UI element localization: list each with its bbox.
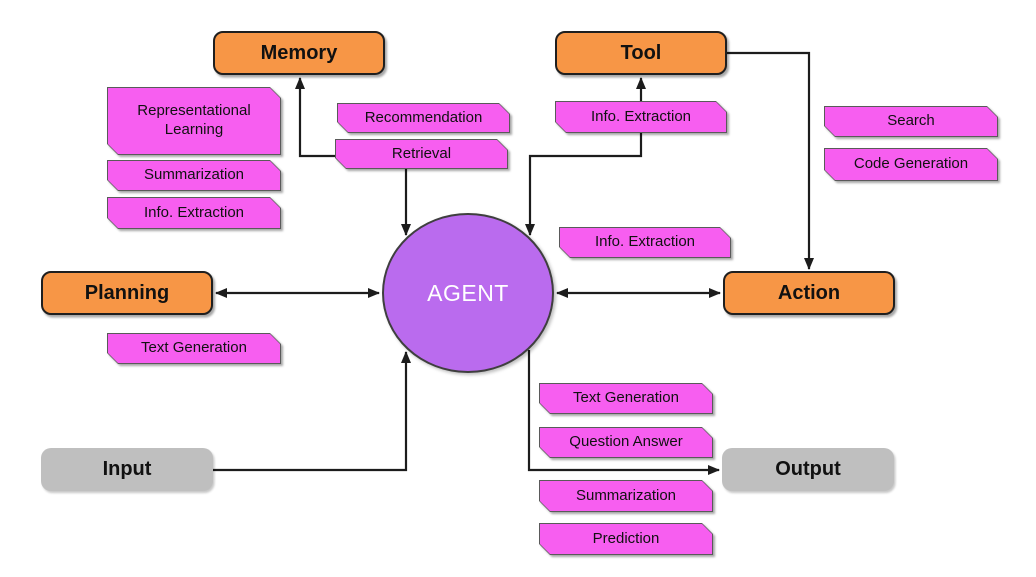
tag-shape [555, 101, 727, 133]
tag-shape [539, 427, 713, 458]
node-tool-label: Tool [620, 41, 662, 64]
tag-shape [824, 106, 998, 137]
tag-info-extraction-tool-label: Info. Extraction [590, 107, 692, 125]
agent-label: AGENT [427, 279, 509, 306]
tag-summarization-memory-label: Summarization [143, 166, 245, 184]
tag-question-answer: Question Answer [539, 427, 713, 458]
tag-shape [539, 523, 713, 555]
node-action-label: Action [777, 281, 841, 304]
agent-circle: AGENT [382, 213, 554, 373]
edge-infoextraction-to-agent [525, 133, 643, 236]
tag-search: Search [824, 106, 998, 137]
node-planning-label: Planning [84, 281, 170, 304]
tag-shape [559, 227, 731, 258]
tag-recommendation-label: Recommendation [364, 108, 483, 126]
tag-text-generation-output: Text Generation [539, 383, 713, 414]
tag-info-extraction-memory: Info. Extraction [107, 197, 281, 229]
tag-summarization-output-label: Summarization [575, 486, 677, 504]
tag-summarization-memory: Summarization [107, 160, 281, 191]
tag-code-generation-label: Code Generation [853, 155, 969, 173]
tag-info-extraction-memory-label: Info. Extraction [143, 203, 245, 221]
tag-shape [107, 87, 281, 155]
node-action: Action [723, 271, 895, 315]
node-memory-label: Memory [260, 41, 338, 64]
tag-code-generation: Code Generation [824, 148, 998, 181]
edge-tool-to-action [727, 51, 814, 270]
tag-retrieval-label: Retrieval [391, 144, 452, 162]
tag-prediction: Prediction [539, 523, 713, 555]
edge-input-to-agent [213, 351, 411, 472]
tag-shape [107, 333, 281, 364]
tag-question-answer-label: Question Answer [569, 433, 683, 451]
tag-shape [824, 148, 998, 181]
tag-search-label: Search [887, 112, 935, 130]
node-tool: Tool [555, 31, 727, 75]
tag-text-generation-planning-label: Text Generation [141, 339, 247, 357]
tag-retrieval: Retrieval [335, 139, 508, 169]
tag-info-extraction-agent-action: Info. Extraction [559, 227, 731, 258]
tag-shape [335, 139, 508, 169]
node-input: Input [41, 448, 213, 491]
tag-prediction-label: Prediction [592, 529, 660, 547]
tag-shape [107, 197, 281, 229]
tag-text-generation-output-label: Text Generation [573, 389, 679, 407]
node-output: Output [722, 448, 894, 491]
node-planning: Planning [41, 271, 213, 315]
tag-info-extraction-tool: Info. Extraction [555, 101, 727, 133]
tag-shape [539, 383, 713, 414]
tag-shape [539, 480, 713, 512]
node-memory: Memory [213, 31, 385, 75]
tag-recommendation: Recommendation [337, 103, 510, 133]
tag-representational-learning-label: Representational Learning [137, 102, 251, 138]
edge-agent-to-output [527, 350, 720, 475]
node-output-label: Output [775, 458, 841, 480]
tag-info-extraction-agent-action-label: Info. Extraction [594, 233, 696, 251]
tag-summarization-output: Summarization [539, 480, 713, 512]
node-input-label: Input [102, 458, 152, 480]
edge-retrieval-to-memory [295, 77, 335, 158]
tag-text-generation-planning: Text Generation [107, 333, 281, 364]
tag-representational-learning: Representational Learning [107, 87, 281, 155]
tag-shape [337, 103, 510, 133]
tag-shape [107, 160, 281, 191]
